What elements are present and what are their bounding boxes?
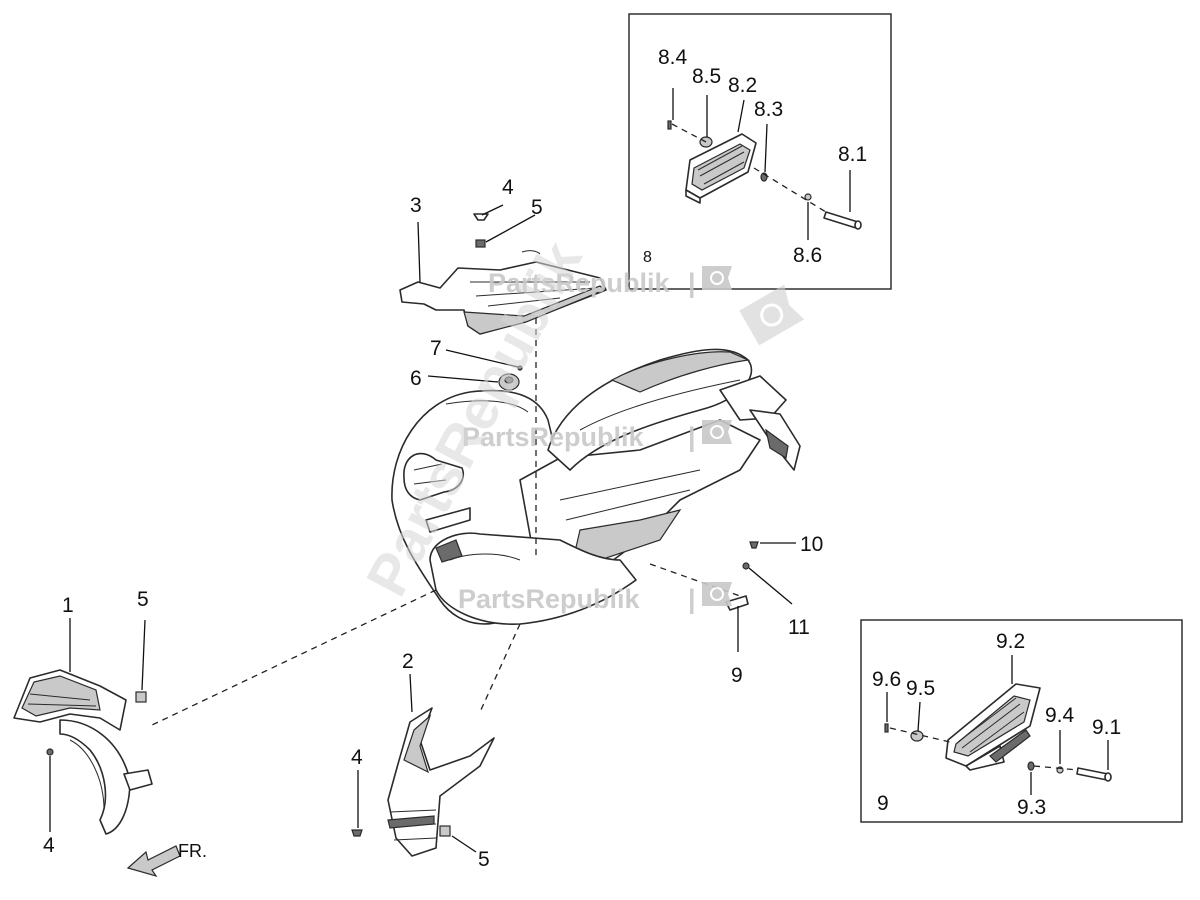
part-8-4-clip xyxy=(667,120,672,130)
label-4-top: 4 xyxy=(502,176,514,199)
part-9-1-pin xyxy=(1076,767,1112,782)
label-6: 6 xyxy=(410,367,422,390)
label-5-top: 5 xyxy=(531,196,543,219)
inset-box-9-frame xyxy=(860,619,1183,823)
label-8-5: 8.5 xyxy=(692,65,721,88)
part-9-3-spring xyxy=(1027,761,1035,771)
label-9-4: 9.4 xyxy=(1045,704,1075,727)
inset-box-9: 9.6 9.5 9.2 9.4 9.1 9.3 9 xyxy=(860,619,1183,823)
gear-icon xyxy=(739,284,805,346)
part-11-nut: 11 xyxy=(742,562,810,639)
label-4-mid: 4 xyxy=(351,746,363,769)
part-2-lower-cover: 2 xyxy=(387,650,495,857)
watermark-middle: PartsRepublik | xyxy=(462,420,732,452)
part-4-screw-left: 4 xyxy=(43,748,55,857)
part-4-screw-top xyxy=(473,213,489,221)
label-8-3: 8.3 xyxy=(754,98,783,121)
watermark-sep-2: | xyxy=(688,422,696,452)
assembly-line-1 xyxy=(149,589,437,727)
front-direction-label: FR. xyxy=(178,841,207,861)
part-5-clip-top xyxy=(475,239,486,248)
part-8-2-footrest xyxy=(685,133,757,204)
watermark-text-2: PartsRepublik xyxy=(462,422,645,452)
inset-box-8-frame xyxy=(628,13,892,290)
label-9: 9 xyxy=(731,664,743,687)
label-11: 11 xyxy=(788,616,810,639)
gear-icon xyxy=(702,582,732,606)
watermark-bottom: PartsRepublik | xyxy=(458,582,732,614)
label-8-2: 8.2 xyxy=(728,74,757,97)
label-2: 2 xyxy=(402,650,414,673)
part-4-screw-mid: 4 xyxy=(351,746,363,837)
label-7: 7 xyxy=(430,337,442,360)
label-1: 1 xyxy=(62,594,74,617)
part-9-5-washer xyxy=(910,730,924,742)
watermark-top: PartsRepublik | xyxy=(488,266,732,298)
watermark-sep-1: | xyxy=(688,268,696,298)
label-9-2: 9.2 xyxy=(996,630,1025,653)
front-direction-arrow-icon xyxy=(126,845,181,878)
part-9-6-clip xyxy=(884,723,889,733)
label-10: 10 xyxy=(800,533,823,556)
part-1-front-mudguard: 1 xyxy=(13,594,153,835)
inset-box-8: 8.4 8.5 8.2 8.3 8.1 8.6 8 xyxy=(628,13,892,290)
part-5-clip-mid: 5 xyxy=(439,825,490,871)
label-8-6: 8.6 xyxy=(793,244,822,267)
label-9-5: 9.5 xyxy=(906,677,935,700)
label-3: 3 xyxy=(410,194,422,217)
part-5-clip-left: 5 xyxy=(135,588,149,703)
part-9-footrest: 9 xyxy=(725,595,749,687)
label-8-box: 8 xyxy=(643,249,652,266)
part-3-upper-cover: 3 4 5 xyxy=(399,176,607,335)
gear-icon xyxy=(702,420,732,444)
watermark-sep-3: | xyxy=(688,584,696,614)
gear-icon xyxy=(702,266,732,290)
label-9-6: 9.6 xyxy=(872,668,901,691)
label-9-3: 9.3 xyxy=(1017,796,1046,819)
part-6-grommet: 6 xyxy=(410,367,520,391)
scooter-body xyxy=(391,348,801,625)
label-5-mid: 5 xyxy=(478,848,490,871)
label-5-left: 5 xyxy=(137,588,149,611)
label-4-left: 4 xyxy=(43,834,55,857)
part-8-1-pin xyxy=(823,211,862,230)
label-9-1: 9.1 xyxy=(1092,716,1121,739)
label-8-4: 8.4 xyxy=(658,46,688,69)
label-8-1: 8.1 xyxy=(838,143,867,166)
front-direction-indicator: FR. xyxy=(126,841,207,878)
label-9-box: 9 xyxy=(877,792,889,815)
part-9-2-footrest xyxy=(945,683,1041,771)
watermark-text-1: PartsRepublik xyxy=(488,268,671,298)
part-8-6-ring xyxy=(804,193,812,201)
assembly-line-2 xyxy=(479,623,521,713)
part-10-screw: 10 xyxy=(749,533,823,556)
watermark-text-3: PartsRepublik xyxy=(458,584,641,614)
part-7-screw: 7 xyxy=(430,337,523,371)
